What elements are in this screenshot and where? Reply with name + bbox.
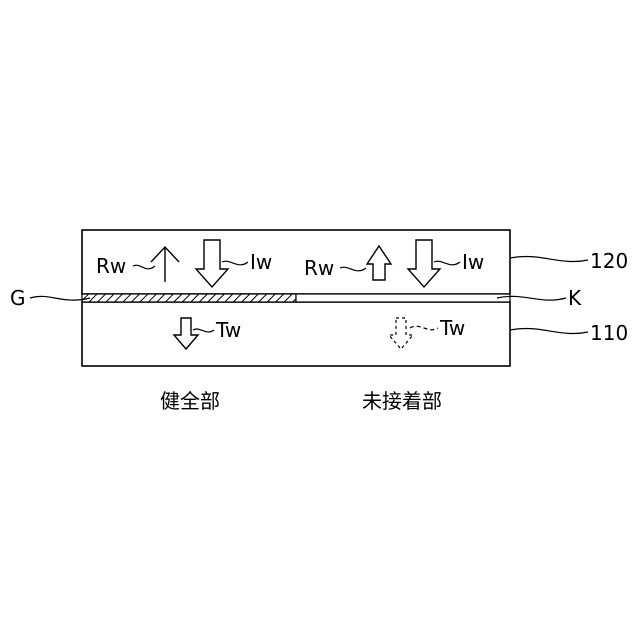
- tw-arrow-right-icon: [389, 318, 413, 349]
- tw-leader-left: [193, 329, 214, 332]
- iw-label-left: Iw: [250, 250, 272, 274]
- upper-layer-120: [82, 230, 510, 294]
- rw-arrow-right-icon: [367, 246, 391, 280]
- rw-leader-left: [133, 265, 155, 269]
- iw-leader-right: [434, 261, 460, 265]
- iw-label-right: Iw: [462, 250, 484, 274]
- caption-unbonded-part: 未接着部: [362, 389, 442, 413]
- iw-leader-left: [222, 261, 248, 265]
- ref-label-k: K: [568, 286, 582, 310]
- rw-label-left: Rw: [96, 254, 126, 278]
- iw-arrow-right-icon: [408, 240, 440, 287]
- ref-label-110: 110: [590, 321, 628, 345]
- leader-120: [510, 256, 588, 261]
- bond-layer-g: [82, 294, 296, 302]
- tw-leader-right: [410, 326, 438, 329]
- unbonded-gap-k: [296, 294, 510, 302]
- rw-arrow-left-icon: [151, 247, 179, 282]
- rw-label-right: Rw: [304, 256, 334, 280]
- ref-label-120: 120: [590, 249, 628, 273]
- tw-arrow-left-icon: [174, 318, 198, 349]
- tw-label-left: Tw: [215, 318, 241, 342]
- tw-label-right: Tw: [439, 316, 465, 340]
- rw-leader-right: [340, 267, 366, 271]
- leader-110: [510, 328, 588, 333]
- caption-sound-part: 健全部: [160, 389, 220, 413]
- ref-label-g: G: [10, 286, 26, 310]
- iw-arrow-left-icon: [196, 240, 228, 287]
- leader-g: [30, 296, 90, 300]
